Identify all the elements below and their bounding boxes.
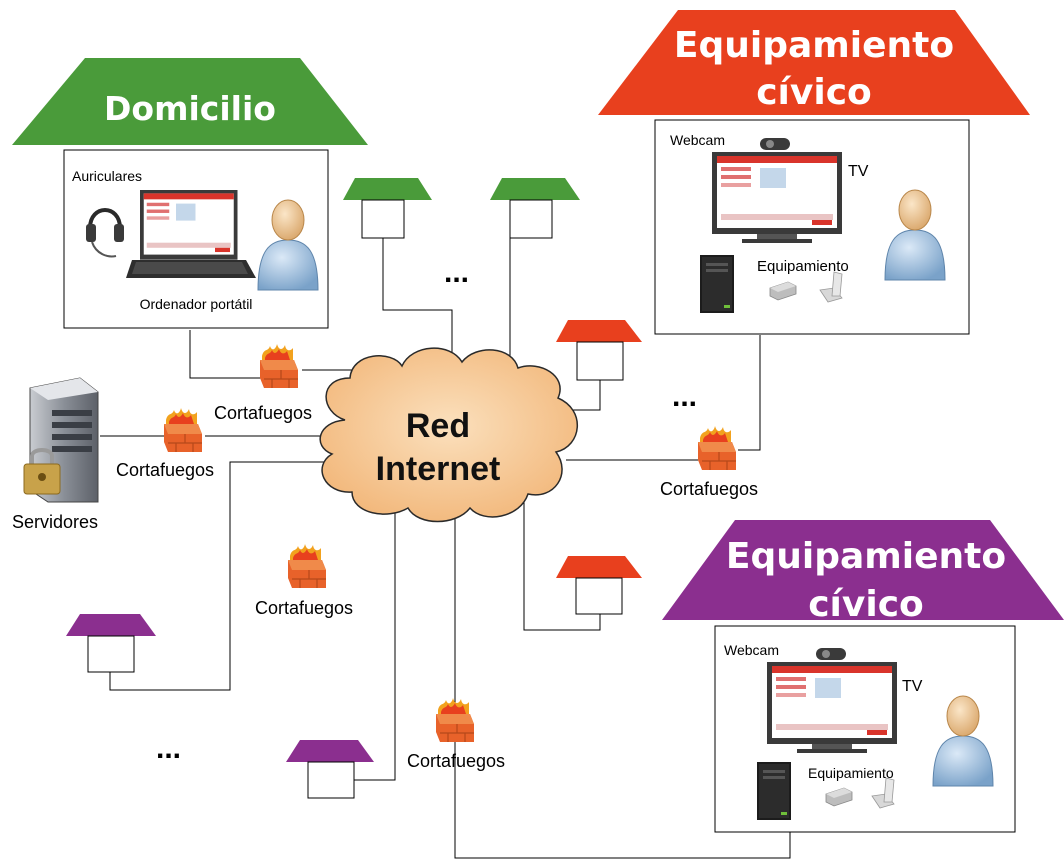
line-purple-small-1 [109, 461, 330, 691]
small-house-green-2 [490, 178, 580, 239]
label-cortafuegos-1: Cortafuegos [214, 403, 312, 423]
house-title-civico-morado-1: Equipamiento [726, 536, 1006, 577]
label-tv-rojo: TV [848, 163, 869, 180]
internet-cloud: Red Internet [319, 347, 578, 523]
roof-civico-rojo [598, 10, 1030, 115]
firewall-icon-2 [163, 407, 203, 453]
label-cortafuegos-4: Cortafuegos [660, 479, 758, 499]
cloud-label-red: Red [406, 407, 470, 445]
webcam-icon-morado [816, 648, 846, 660]
label-equipamiento-rojo: Equipamiento [757, 258, 849, 275]
label-cortafuegos-2: Cortafuegos [116, 460, 214, 480]
pc-icon-morado [757, 762, 791, 820]
ellipsis-top: ... [444, 256, 469, 289]
label-tv-morado: TV [902, 678, 923, 695]
label-cortafuegos-5: Cortafuegos [407, 751, 505, 771]
lock-icon [23, 448, 61, 495]
firewall-icon-1 [259, 343, 299, 389]
line-civico-morado [454, 505, 791, 859]
label-webcam-morado: Webcam [724, 642, 779, 658]
small-house-purple-1 [66, 614, 156, 673]
small-house-red-1 [556, 320, 642, 381]
ellipsis-right: ... [672, 380, 697, 413]
label-ordenador: Ordenador portátil [140, 296, 253, 312]
line-red-small-2 [523, 495, 601, 631]
label-servidores: Servidores [12, 512, 98, 532]
house-civico-rojo: Equipamiento cívico Webcam TV Equipamien… [598, 10, 1030, 335]
firewall-icon-3 [287, 543, 327, 589]
headphones-icon [86, 208, 124, 258]
firewall-icon-5 [435, 697, 475, 743]
house-title-domicilio: Domicilio [104, 89, 276, 128]
line-purple-small-2 [330, 500, 396, 781]
label-webcam-rojo: Webcam [670, 132, 725, 148]
pc-icon-rojo [700, 255, 734, 313]
label-equipamiento-morado: Equipamiento [808, 765, 894, 781]
line-civico-rojo-fw [738, 335, 761, 451]
house-title-civico-rojo-2: cívico [756, 72, 872, 113]
roof-domicilio [12, 58, 368, 145]
house-title-civico-morado-2: cívico [808, 584, 924, 625]
roof-civico-morado [662, 520, 1064, 620]
house-domicilio: Domicilio Auriculares Ordenador portátil [12, 58, 368, 329]
small-house-purple-2 [286, 740, 374, 799]
firewall-icon-4 [697, 425, 737, 471]
line-domicilio [189, 330, 272, 379]
laptop-icon [126, 190, 256, 278]
tv-icon [712, 152, 842, 243]
tv-icon-morado [767, 662, 897, 753]
small-house-red-2 [556, 556, 642, 615]
label-auriculares: Auriculares [72, 168, 142, 184]
small-house-green-1 [343, 178, 432, 239]
webcam-icon [760, 138, 790, 150]
house-civico-morado: Equipamiento cívico Webcam TV Equipamien… [662, 520, 1064, 833]
cloud-label-internet: Internet [376, 450, 501, 488]
house-title-civico-rojo-1: Equipamiento [674, 25, 954, 66]
line-green-small-1 [382, 238, 453, 378]
ellipsis-bottom-left: ... [156, 732, 181, 765]
label-cortafuegos-3: Cortafuegos [255, 598, 353, 618]
